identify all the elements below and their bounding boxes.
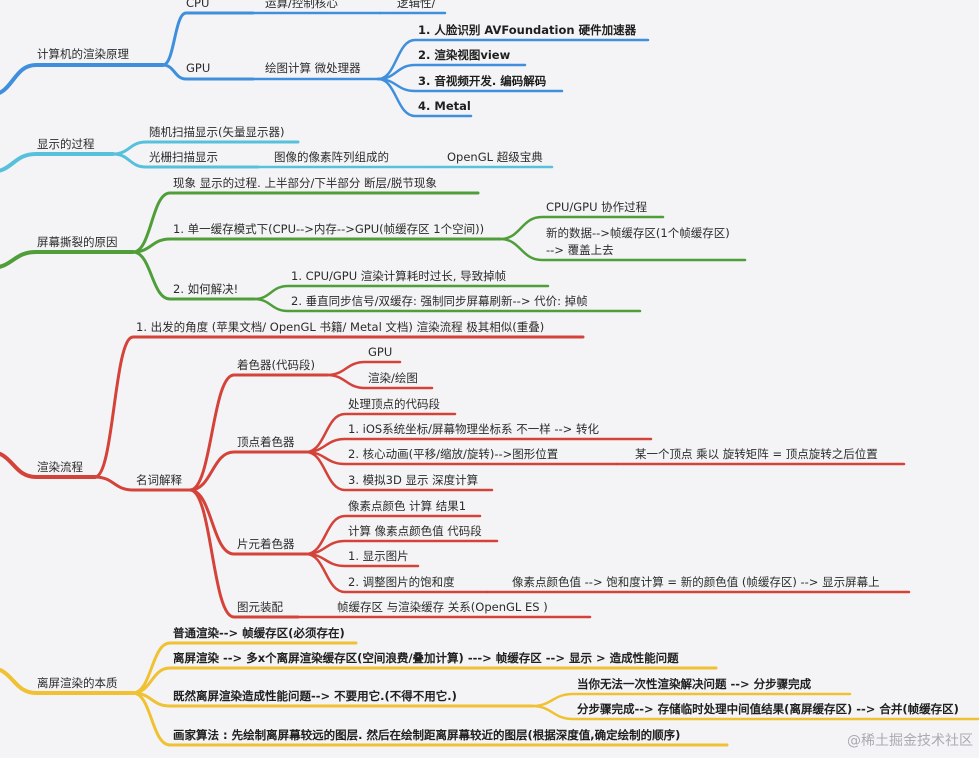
node-frag-color: 像素点颜色 计算 结果1 bbox=[348, 499, 467, 513]
node-frag-2: 2. 调整图片的饱和度 bbox=[348, 575, 455, 589]
connector-gpu bbox=[161, 63, 255, 81]
node-since-1: 当你无法一次性渲染解决问题 --> 分步骤完成 bbox=[577, 677, 812, 691]
node-new-data: 新的数据-->帧缓存区(1个帧缓存区) bbox=[546, 226, 730, 240]
node-shader-draw: 渲染/绘图 bbox=[368, 371, 418, 385]
connector-shader bbox=[188, 373, 329, 492]
connector-raster-scan bbox=[111, 152, 260, 169]
connector-solve-2 bbox=[252, 297, 642, 313]
connector-primitive bbox=[188, 488, 300, 619]
connector-painter bbox=[131, 691, 729, 747]
node-painter: 画家算法 : 先绘制离屏幕较远的图层. 然后在绘制距离屏幕较近的图层(根据深度值… bbox=[173, 728, 681, 742]
connector-new-data bbox=[498, 237, 747, 262]
node-raster-scan: 光栅扫描显示 bbox=[149, 150, 218, 164]
node-coop: CPU/GPU 协作过程 bbox=[546, 200, 648, 214]
connector-vertex-3 bbox=[304, 450, 494, 492]
connector-frag-2 bbox=[304, 552, 489, 594]
node-vertex-code: 处理顶点的代码段 bbox=[348, 397, 440, 411]
connector-gpu-4 bbox=[376, 77, 473, 118]
node-gpu: GPU bbox=[186, 61, 211, 75]
node-render-principle: 计算机的渲染原理 bbox=[37, 47, 129, 61]
node-fragment-shader: 片元着色器 bbox=[237, 537, 295, 551]
node-phenomenon: 现象 显示的过程. 上半部分/下半部分 断层/脱节现象 bbox=[173, 176, 437, 190]
connector-cpu bbox=[161, 11, 255, 67]
node-primitive: 图元装配 bbox=[237, 600, 283, 614]
node-angle: 1. 出发的角度 (苹果文档/ OpenGL 书籍/ Metal 文档) 渲染流… bbox=[136, 320, 545, 334]
node-raster-ref: OpenGL 超级宝典 bbox=[447, 150, 543, 164]
node-gpu-3: 3. 音视频开发. 编码解码 bbox=[418, 74, 547, 88]
connector-since-2 bbox=[530, 704, 979, 721]
node-gpu-4: 4. Metal bbox=[418, 99, 471, 113]
watermark: @稀土掘金技术社区 bbox=[847, 733, 973, 749]
node-terms: 名词解释 bbox=[136, 473, 182, 487]
node-gpu-2: 2. 渲染视图view bbox=[418, 48, 511, 62]
node-tearing: 屏幕撕裂的原因 bbox=[37, 235, 118, 249]
connector-vertex-shader bbox=[188, 450, 308, 492]
node-frag-2b: 像素点颜色值 --> 饱和度计算 = 新的颜色值 (帧缓存区) --> 显示屏幕… bbox=[512, 575, 880, 589]
node-shader: 着色器(代码段) bbox=[237, 358, 315, 372]
connector-angle bbox=[93, 335, 585, 479]
node-vertex-1: 1. iOS系统坐标/屏幕物理坐标系 不一样 --> 转化 bbox=[348, 422, 599, 436]
node-gpu-1: 1. 人脸识别 AVFoundation 硬件加速器 bbox=[418, 23, 637, 37]
node-primitive-desc: 帧缓存区 与渲染缓存 关系(OpenGL ES ) bbox=[337, 600, 548, 614]
node-offscreen-render: 离屏渲染 --> 多x个离屏渲染缓存区(空间浪费/叠加计算) ---> 帧缓存区… bbox=[173, 651, 679, 665]
node-solve-1: 1. CPU/GPU 渲染计算耗时过长, 导致掉帧 bbox=[291, 269, 507, 283]
node-vertex-shader: 顶点着色器 bbox=[237, 435, 295, 449]
node-gpu-desc: 绘图计算 微处理器 bbox=[265, 61, 361, 75]
node-solve: 2. 如何解决! bbox=[173, 282, 239, 296]
node-cpu-op: 运算/控制核心 bbox=[265, 0, 338, 10]
node-since: 既然离屏渲染造成性能问题--> 不要用它.(不得不用它.) bbox=[173, 689, 457, 703]
connector-shader-draw bbox=[325, 373, 434, 390]
node-solve-2: 2. 垂直同步信号/双缓存: 强制同步屏幕刷新--> 代价: 掉帧 bbox=[291, 294, 588, 308]
node-raster-desc: 图像的像素阵列组成的 bbox=[274, 150, 389, 164]
node-offscreen: 离屏渲染的本质 bbox=[37, 676, 118, 690]
connector-solve bbox=[131, 250, 256, 301]
connector-single-buffer bbox=[131, 237, 502, 254]
node-frag-code: 计算 像素点颜色值 代码段 bbox=[348, 524, 482, 538]
node-since-2: 分步骤完成--> 存储临时处理中间值结果(离屏缓存区) --> 合并(帧缓存区) bbox=[577, 702, 959, 716]
node-vertex-2: 2. 核心动画(平移/缩放/旋转)-->图形位置 bbox=[348, 447, 559, 461]
connector-offscreen bbox=[0, 667, 135, 695]
connector-coop bbox=[498, 215, 665, 241]
node-vertex-3: 3. 模拟3D 显示 深度计算 bbox=[348, 473, 479, 487]
node-cpu: CPU bbox=[186, 0, 210, 10]
node-render-flow: 渲染流程 bbox=[37, 460, 83, 474]
connector-tearing bbox=[0, 250, 135, 269]
connector-render-flow bbox=[0, 451, 97, 479]
node-single-buffer: 1. 单一缓存模式下(CPU-->内存-->GPU(帧缓存区 1个空间)) bbox=[173, 222, 485, 236]
node-cpu-logic: 逻辑性/ bbox=[397, 0, 436, 10]
node-display-process: 显示的过程 bbox=[37, 137, 95, 151]
connector-terms bbox=[93, 475, 192, 492]
node-vertex-2b: 某一个顶点 乘以 旋转矩阵 = 顶点旋转之后位置 bbox=[635, 447, 878, 461]
node-normal-render: 普通渲染--> 帧缓存区(必须存在) bbox=[173, 626, 345, 640]
node-frag-1: 1. 显示图片 bbox=[348, 549, 409, 563]
node-random-scan: 随机扫描显示(矢量显示器) bbox=[149, 125, 285, 139]
connector-phenomenon bbox=[131, 191, 480, 254]
connector-display-process bbox=[0, 152, 115, 173]
node-shader-gpu: GPU bbox=[368, 345, 393, 359]
node-cover: --> 覆盖上去 bbox=[546, 243, 614, 257]
connector-render-principle bbox=[0, 63, 165, 95]
